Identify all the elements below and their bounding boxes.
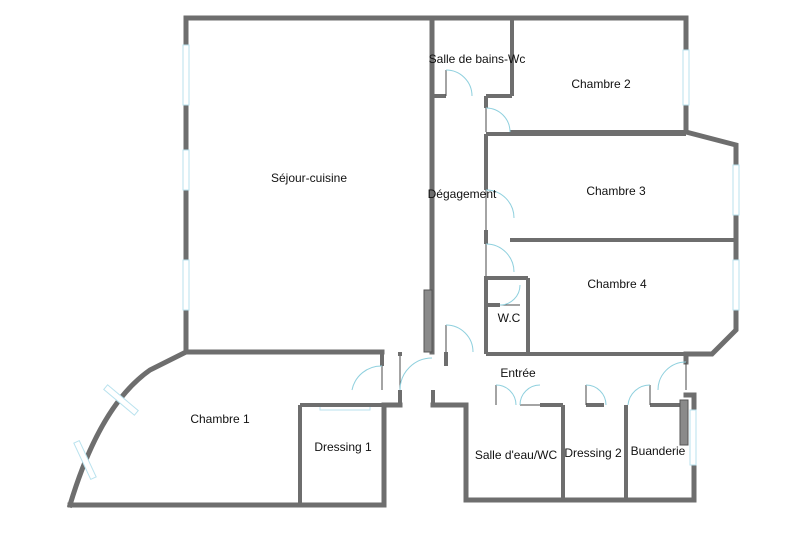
label-wc: W.C <box>498 311 521 325</box>
label-dressing-1: Dressing 1 <box>314 440 372 454</box>
label-chambre-3: Chambre 3 <box>586 184 646 198</box>
label-chambre-1: Chambre 1 <box>190 412 250 426</box>
label-buanderie: Buanderie <box>631 444 686 458</box>
interior-walls <box>298 15 736 505</box>
outer-walls <box>66 15 739 509</box>
label-salle-de-bains: Salle de bains-Wc <box>429 52 526 66</box>
room-labels: Séjour-cuisine Salle de bains-Wc Chambre… <box>190 52 685 462</box>
label-dressing-2: Dressing 2 <box>564 446 622 460</box>
label-entree: Entrée <box>500 366 536 380</box>
label-salle-eau: Salle d'eau/WC <box>475 448 558 462</box>
label-sejour: Séjour-cuisine <box>271 171 347 185</box>
label-chambre-4: Chambre 4 <box>587 277 647 291</box>
windows <box>73 44 740 481</box>
label-chambre-2: Chambre 2 <box>571 77 631 91</box>
label-degagement: Dégagement <box>428 187 497 201</box>
doors <box>351 69 687 406</box>
